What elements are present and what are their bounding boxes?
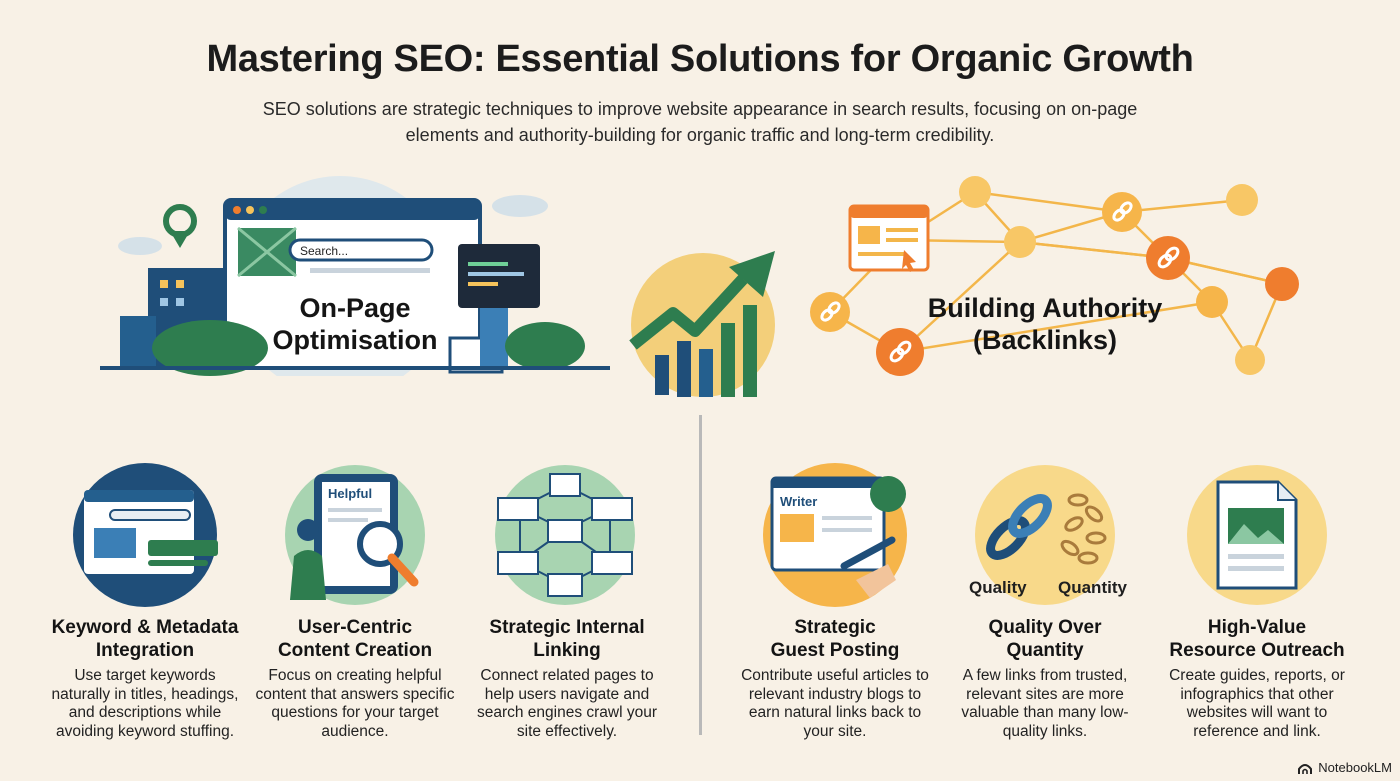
- hero-right-label: Building Authority (Backlinks): [915, 292, 1175, 356]
- page-subtitle: SEO solutions are strategic techniques t…: [262, 99, 1138, 145]
- card-icon-text: Helpful: [328, 486, 372, 501]
- page-title: Mastering SEO: Essential Solutions for O…: [206, 38, 1194, 80]
- growth-arrow-icon: [629, 251, 775, 397]
- hero-left-label-line2: Optimisation: [272, 325, 438, 355]
- card-title-line2: Integration: [95, 640, 195, 661]
- card-description: Use target keywords naturally in titles,…: [51, 667, 239, 740]
- card-description: Focus on creating helpful content that a…: [255, 667, 455, 740]
- hero-right-label-line2: (Backlinks): [972, 325, 1118, 355]
- card-title-line1: Quality Over: [988, 617, 1102, 638]
- card-title-line2: Resource Outreach: [1169, 640, 1345, 661]
- card-title: High-Value Resource Outreach: [1152, 616, 1362, 662]
- card-title: User-Centric Content Creation: [250, 616, 460, 662]
- site-map-icon: [495, 465, 635, 605]
- card-title: Strategic Internal Linking: [462, 616, 672, 662]
- magnifier-icon: Helpful: [285, 465, 425, 605]
- document-icon: [1187, 465, 1327, 605]
- card-description: Connect related pages to help users navi…: [476, 667, 658, 740]
- card-title-line2: Guest Posting: [770, 640, 900, 661]
- card-title-line2: Content Creation: [277, 640, 433, 661]
- card-title-line1: Strategic: [794, 617, 876, 638]
- card-title-line2: Linking: [533, 640, 601, 661]
- card-title-line1: User-Centric: [297, 617, 413, 638]
- search-placeholder: Search...: [300, 244, 348, 258]
- brand-name: NotebookLM: [1318, 760, 1392, 775]
- card-icon-text: Writer: [780, 494, 817, 509]
- card-title: Keyword & Metadata Integration: [40, 616, 250, 662]
- card-title-line1: Keyword & Metadata: [51, 617, 239, 638]
- chain-icon: [975, 465, 1115, 605]
- link-node: [1004, 226, 1036, 258]
- brand-watermark: NotebookLM: [1297, 760, 1392, 775]
- card-description: Create guides, reports, or infographics …: [1169, 667, 1345, 740]
- quality-label: Quality: [969, 578, 1027, 597]
- keyword-browser-icon: [73, 463, 218, 607]
- quantity-label: Quantity: [1058, 578, 1127, 597]
- card-title-line1: High-Value: [1207, 617, 1307, 638]
- pen-icon: Writer: [763, 463, 907, 607]
- hero-left-label-line1: On-Page: [299, 293, 411, 323]
- section-divider: [699, 415, 702, 735]
- link-network-icon: [810, 176, 1299, 376]
- link-node: [1226, 184, 1258, 216]
- browser-window-icon: Search...: [100, 176, 610, 376]
- link-node: [1265, 267, 1299, 301]
- hero-left-label: On-Page Optimisation: [255, 292, 455, 356]
- card-description: A few links from trusted, relevant sites…: [961, 667, 1129, 740]
- card-title: Quality Over Quantity: [940, 616, 1150, 662]
- card-description: Contribute useful articles to relevant i…: [741, 667, 929, 740]
- card-title-line2: Quantity: [1006, 640, 1084, 661]
- card-title-line1: Strategic Internal: [489, 617, 645, 638]
- link-node: [1235, 345, 1265, 375]
- notebooklm-logo-icon: [1298, 763, 1313, 774]
- card-title: Strategic Guest Posting: [730, 616, 940, 662]
- hero-right-label-line1: Building Authority: [927, 293, 1163, 323]
- link-node: [1196, 286, 1228, 318]
- link-node: [959, 176, 991, 208]
